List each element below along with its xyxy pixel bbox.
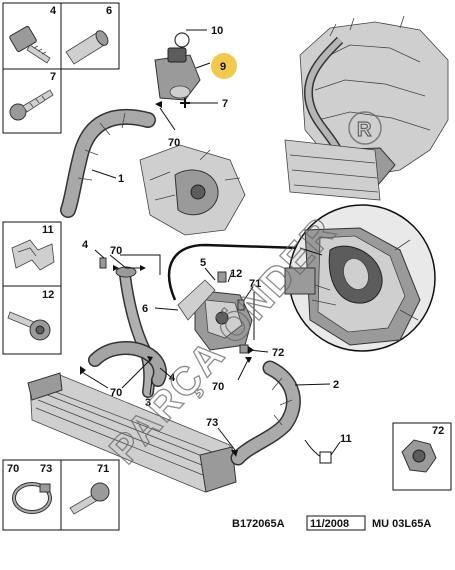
detail-box-70-73: 70 73	[2, 459, 62, 531]
boost-pipe-3-fill	[120, 270, 154, 397]
wiring-harness	[167, 243, 301, 301]
screw-7-icon	[9, 89, 54, 121]
detail-box-72: 72	[392, 422, 452, 491]
callout-9: 9	[220, 61, 226, 73]
highlight-marker	[211, 53, 237, 79]
box-number-4: 4	[50, 5, 57, 17]
small-bolt-4	[99, 257, 107, 269]
callout-1: 1	[118, 173, 124, 185]
callout-73: 73	[206, 417, 218, 429]
cross-screw-7	[180, 98, 190, 108]
callout-7: 7	[222, 98, 228, 110]
hose-clamp-icon	[12, 482, 52, 514]
pipe-3-flange	[115, 266, 137, 278]
box-number-12: 12	[42, 289, 54, 301]
intercooler-hose-left-fill	[89, 342, 166, 386]
hose-1-ribs	[77, 112, 126, 181]
callout-labels: 10 9 7 70 1 4 70 6 5 12 71 72 70 2 4 3 7…	[82, 25, 352, 445]
engine-code: MU 03L65A	[372, 518, 431, 530]
turbocharger	[139, 144, 246, 236]
engine-intake-pipe-inner	[305, 37, 343, 152]
footer: B172065A 11/2008 MU 03L65A	[232, 515, 431, 531]
callout-10: 10	[211, 25, 223, 37]
detail-box-11: 11	[2, 221, 62, 287]
egr-valve	[154, 32, 201, 101]
zoom-leader	[299, 247, 323, 256]
detail-box-7: 7	[2, 68, 62, 134]
small-bolt-71	[237, 299, 245, 311]
callout-12: 12	[230, 268, 242, 280]
intake-hose-1-fill	[61, 110, 155, 217]
engine-cooler-module	[284, 139, 381, 201]
box-number-72: 72	[432, 425, 444, 437]
date-box	[306, 515, 366, 531]
small-bolt-12	[217, 271, 227, 283]
callout-11: 11	[340, 433, 352, 445]
clip-11-icon	[11, 239, 55, 271]
callout-3: 3	[145, 397, 151, 409]
callout-70b: 70	[110, 245, 122, 257]
intercooler	[27, 372, 237, 493]
callout-70a: 70	[168, 137, 180, 149]
callout-72: 72	[272, 347, 284, 359]
nut-72-icon	[401, 439, 437, 473]
detail-box-12: 12	[2, 285, 62, 355]
callout-70d: 70	[110, 387, 122, 399]
box-number-11: 11	[42, 224, 54, 236]
bracket-6	[177, 279, 216, 321]
leader-lines	[80, 29, 341, 464]
callout-5: 5	[200, 257, 206, 269]
callout-2: 2	[333, 379, 339, 391]
box-number-73: 73	[40, 463, 52, 475]
diagram-date: 11/2008	[310, 518, 349, 530]
box-number-6: 6	[106, 5, 112, 17]
hose-2-ribs	[271, 377, 293, 426]
sleeve-6-icon	[65, 30, 109, 65]
zoom-detail-circle	[284, 204, 436, 352]
bolt-12-icon	[7, 311, 51, 341]
box-number-71: 71	[97, 463, 109, 475]
callout-6: 6	[142, 303, 148, 315]
callout-71: 71	[249, 278, 261, 290]
callout-70c: 70	[212, 381, 224, 393]
bolt-71-icon	[69, 482, 110, 515]
watermark-registered-mark: R	[348, 111, 382, 145]
detail-box-6: 6	[60, 2, 120, 70]
box-number-70: 70	[7, 463, 19, 475]
watermark-mark-text: R	[357, 119, 372, 141]
callout-4b: 4	[169, 372, 176, 384]
diagram-code: B172065A	[232, 518, 285, 530]
screw-4-icon	[9, 25, 51, 64]
detail-box-4: 4	[2, 2, 62, 70]
detail-box-71: 71	[60, 459, 120, 531]
outlet-hose-2-fill	[232, 362, 300, 464]
callout-4a: 4	[82, 239, 89, 251]
box-number-7: 7	[50, 71, 56, 83]
